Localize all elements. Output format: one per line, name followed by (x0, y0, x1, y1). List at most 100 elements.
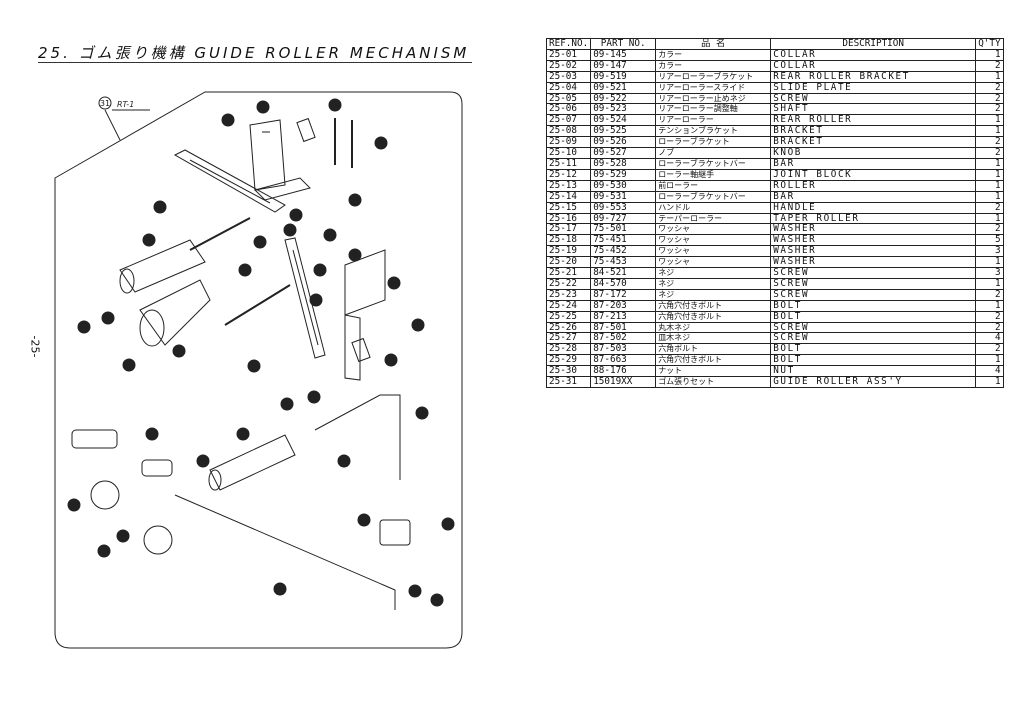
page-title: 25. ゴム張り機構 GUIDE ROLLER MECHANISM (38, 44, 470, 62)
cell-ref-no: 25-10 (545, 147, 592, 159)
cell-description: REAR ROLLER (770, 114, 977, 127)
svg-text:25: 25 (80, 324, 89, 332)
cell-description: REAR ROLLER BRACKET (770, 70, 977, 83)
cell-ref-no: 25-28 (545, 343, 592, 356)
handle-upper (296, 117, 316, 143)
cell-description: SCREW (770, 277, 977, 290)
cell-ref-no: 25-13 (545, 179, 592, 192)
cell-ref-no: 25-06 (545, 103, 592, 116)
cell-jp-name: ネジ (655, 288, 772, 301)
cell-part-no: 09-529 (590, 168, 657, 181)
cell-description: WASHER (770, 234, 977, 247)
cell-qty: 1 (975, 114, 1004, 127)
cell-qty: 1 (975, 179, 1004, 192)
cell-part-no: 09-145 (590, 48, 657, 61)
cell-description: SCREW (770, 92, 977, 105)
cell-jp-name: リアーローラーブラケット (655, 70, 772, 83)
cell-jp-name: テンションブラケット (655, 125, 772, 138)
cell-qty: 2 (975, 81, 1004, 94)
cell-part-no: 09-530 (590, 179, 657, 192)
cell-description: ROLLER (770, 179, 977, 192)
frame-label-text: RT-1 (117, 100, 134, 109)
exploded-assembly-drawing: 31 RT-1 (54, 91, 463, 649)
cell-qty: 1 (975, 190, 1004, 203)
svg-text:15: 15 (331, 102, 340, 110)
cell-ref-no: 25-31 (545, 376, 592, 388)
svg-text:5: 5 (158, 204, 162, 212)
svg-text:23: 23 (444, 521, 453, 529)
cell-ref-no: 25-26 (545, 321, 592, 334)
cell-ref-no: 25-11 (545, 157, 592, 170)
svg-text:30: 30 (316, 267, 325, 275)
cell-part-no: 15019XX (590, 376, 657, 388)
cell-ref-no: 25-24 (545, 299, 592, 312)
cell-description: SCREW (770, 332, 977, 345)
cell-ref-no: 25-16 (545, 212, 592, 225)
table-header-row: REF.NO. PART NO. 品 名 DESCRIPTION Q'TY (545, 38, 1004, 50)
cell-jp-name: ローラー軸継手 (655, 168, 772, 181)
svg-text:7: 7 (147, 237, 151, 245)
cell-jp-name: リアーローラー (655, 114, 772, 127)
cell-part-no: 09-527 (590, 147, 657, 159)
cell-qty: 1 (975, 212, 1004, 225)
svg-text:5: 5 (252, 363, 256, 371)
cell-jp-name: リアーローラースライド (655, 81, 772, 94)
cell-jp-name: ローラーブラケット (655, 136, 772, 149)
cell-jp-name: 六角穴付きボルト (655, 310, 772, 323)
cell-jp-name: ネジ (655, 267, 772, 279)
cell-qty: 2 (975, 136, 1004, 149)
svg-text:4: 4 (258, 239, 263, 247)
cell-qty: 1 (975, 48, 1004, 61)
cell-ref-no: 25-19 (545, 245, 592, 258)
cell-qty: 1 (975, 277, 1004, 290)
svg-text:26: 26 (414, 322, 423, 330)
cell-part-no: 09-531 (590, 190, 657, 203)
cell-jp-name: 丸木ネジ (655, 321, 772, 334)
rear-roller (119, 239, 206, 294)
slide-plate-lower (284, 237, 326, 359)
cell-part-no: 75-451 (590, 234, 657, 247)
cell-qty: 5 (975, 234, 1004, 247)
cell-qty: 2 (975, 201, 1004, 214)
cell-jp-name: ローラーブラケットバー (655, 157, 772, 170)
cell-qty: 2 (975, 223, 1004, 236)
cell-qty: 2 (975, 147, 1004, 159)
svg-text:11: 11 (276, 586, 285, 594)
cell-part-no: 09-147 (590, 59, 657, 72)
cell-description: NUT (770, 365, 977, 378)
title-underline (38, 62, 472, 63)
svg-text:18: 18 (411, 588, 420, 596)
taper-roller (139, 279, 211, 347)
svg-text:3: 3 (261, 104, 265, 112)
cell-description: BRACKET (770, 125, 977, 138)
cell-qty: 1 (975, 376, 1004, 388)
cell-jp-name: ノブ (655, 147, 772, 159)
svg-text:20: 20 (104, 315, 113, 323)
cell-ref-no: 25-08 (545, 125, 592, 138)
cell-qty: 4 (975, 332, 1004, 345)
handle-lower (351, 337, 371, 363)
cell-ref-no: 25-29 (545, 354, 592, 367)
cell-part-no: 75-501 (590, 223, 657, 236)
cell-jp-name: カラー (655, 48, 772, 61)
cell-qty: 2 (975, 321, 1004, 334)
svg-text:28: 28 (377, 140, 386, 148)
cell-part-no: 84-521 (590, 267, 657, 279)
cell-description: COLLAR (770, 48, 977, 61)
